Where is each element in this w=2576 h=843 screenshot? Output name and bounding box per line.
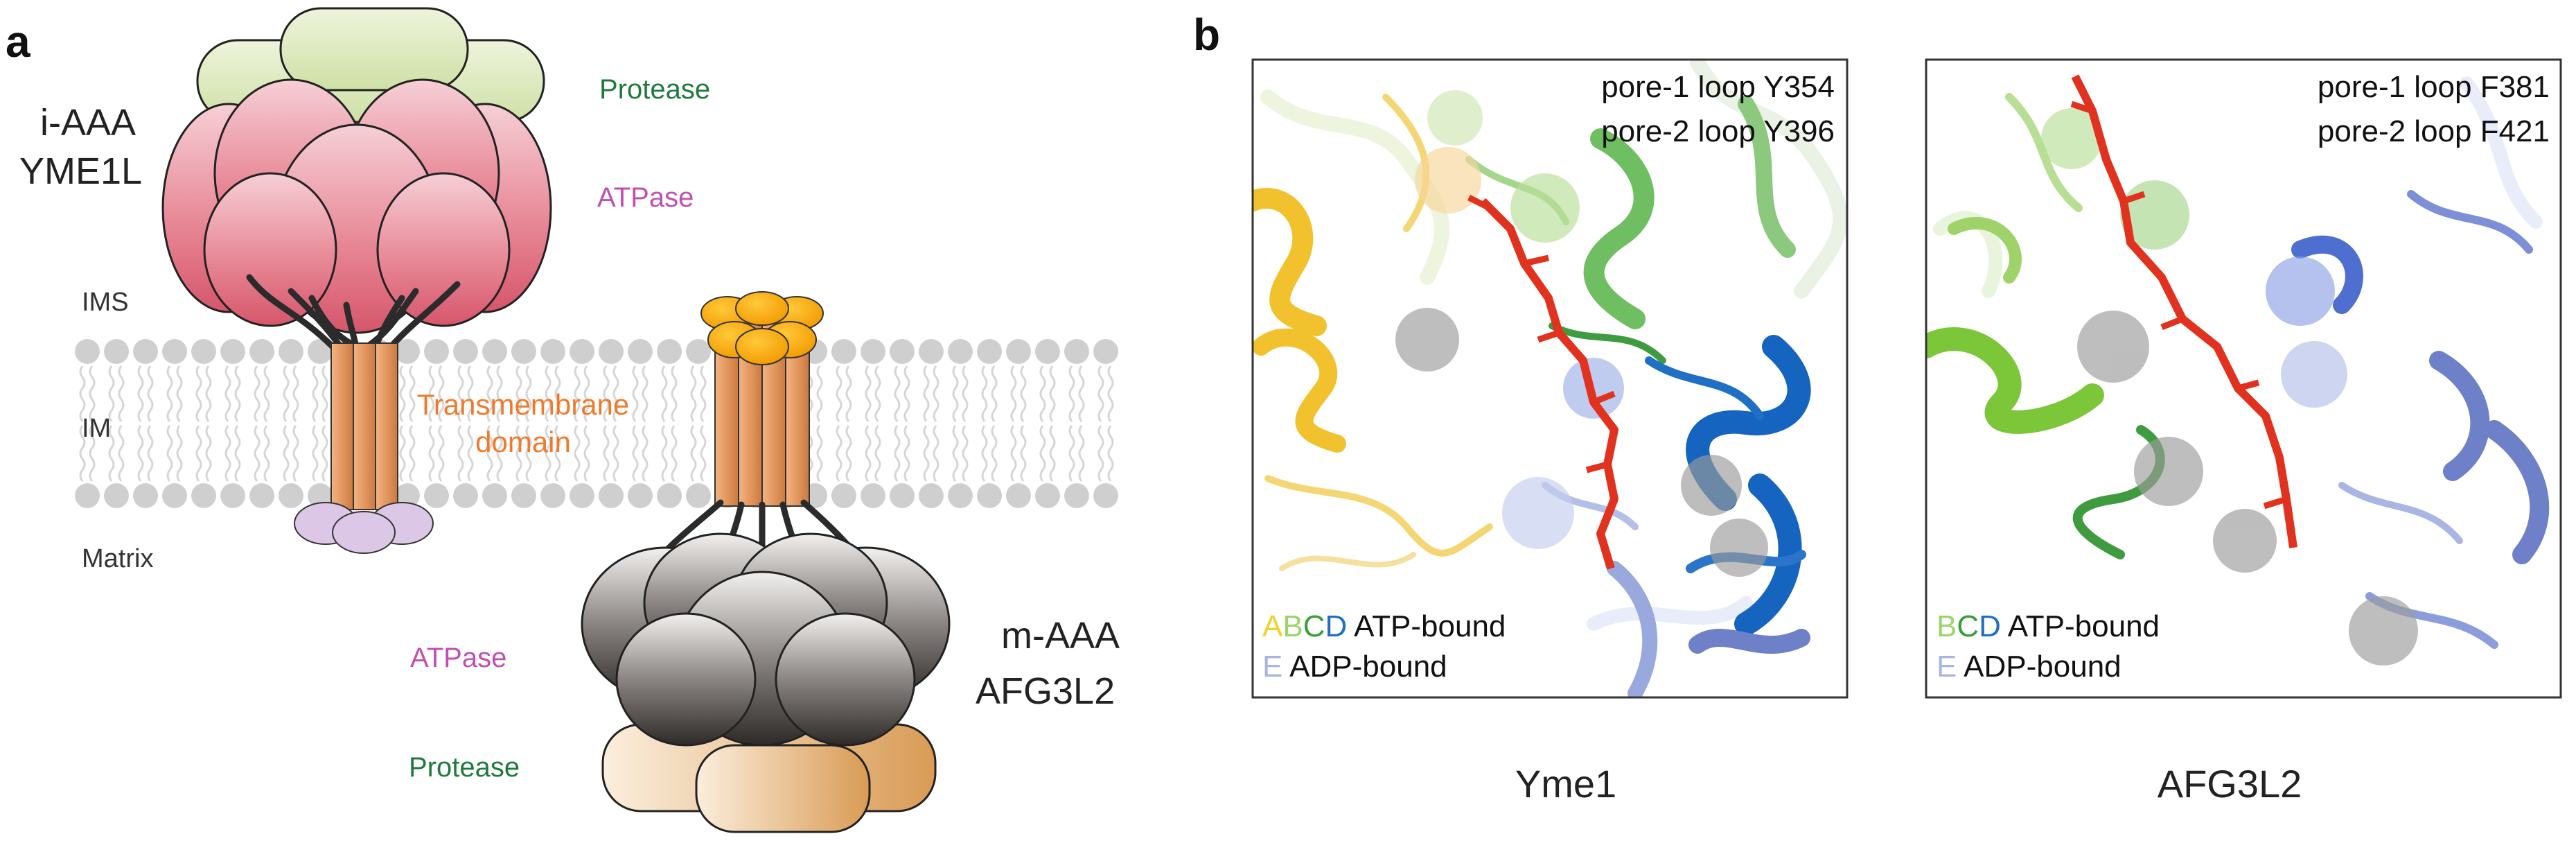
legend-chain-b: B bbox=[1937, 609, 1957, 643]
afg3l2-structure-image bbox=[1926, 60, 2561, 697]
domain-label: domain bbox=[475, 426, 571, 458]
ims-label: IMS bbox=[82, 288, 129, 317]
afg3l2-atp-legend: BCD ATP-bound bbox=[1937, 609, 2160, 643]
legend-chain-c: C bbox=[1957, 609, 1979, 643]
membrane-bilayer bbox=[73, 333, 1119, 520]
i-aaa-atpase-domain bbox=[161, 78, 552, 334]
afg3l2-adp-legend: E ADP-bound bbox=[1937, 650, 2121, 684]
legend-adp-text: ADP-bound bbox=[1282, 650, 1447, 684]
yme1-caption: Yme1 bbox=[1515, 762, 1616, 806]
protease-label-top: Protease bbox=[599, 74, 710, 105]
transmembrane-label: Transmembrane bbox=[417, 388, 630, 421]
afg3l2-pore2-label: pore-2 loop F421 bbox=[2318, 114, 2550, 148]
yme1-adp-legend: E ADP-bound bbox=[1262, 650, 1447, 684]
afg3l2-label: AFG3L2 bbox=[976, 670, 1115, 712]
panel-b-letter: b bbox=[1193, 10, 1220, 60]
i-aaa-matrix-lobes bbox=[294, 502, 434, 554]
panel-a-letter: a bbox=[6, 17, 30, 67]
legend-chain-e: E bbox=[1262, 650, 1282, 684]
legend-chain-d: D bbox=[1325, 609, 1348, 643]
legend-chain-b: B bbox=[1282, 609, 1303, 643]
yme1-pore1-label: pore-1 loop Y354 bbox=[1601, 70, 1835, 104]
protease-label-bottom: Protease bbox=[409, 752, 520, 783]
legend-chain-e: E bbox=[1937, 650, 1957, 684]
m-aaa-label: m-AAA bbox=[1001, 615, 1120, 657]
legend-atp-text: ATP-bound bbox=[2001, 609, 2160, 643]
m-aaa-atpase-domain bbox=[581, 532, 951, 747]
matrix-label: Matrix bbox=[82, 544, 153, 573]
yme1-atp-legend: ABCD ATP-bound bbox=[1262, 609, 1506, 643]
m-aaa-ims-caps bbox=[700, 291, 824, 365]
yme1-pore2-label: pore-2 loop Y396 bbox=[1601, 114, 1835, 148]
legend-adp-text: ADP-bound bbox=[1957, 650, 2121, 684]
atpase-label-top: ATPase bbox=[597, 182, 694, 213]
legend-chain-d: D bbox=[1979, 609, 2001, 643]
yme1-panel-frame bbox=[1251, 58, 1849, 699]
legend-atp-text: ATP-bound bbox=[1347, 609, 1506, 643]
legend-chain-c: C bbox=[1303, 609, 1325, 643]
atpase-label-bottom: ATPase bbox=[410, 643, 506, 673]
i-aaa-transmembrane-helices bbox=[330, 342, 398, 510]
afg3l2-caption: AFG3L2 bbox=[2158, 762, 2302, 806]
i-aaa-label: i-AAA bbox=[40, 102, 136, 144]
afg3l2-panel-frame bbox=[1925, 58, 2562, 699]
legend-chain-a: A bbox=[1262, 609, 1283, 643]
yme1-structure-image bbox=[1253, 60, 1847, 697]
yme1l-label: YME1L bbox=[19, 150, 142, 192]
im-label: IM bbox=[82, 414, 111, 443]
afg3l2-pore1-label: pore-1 loop F381 bbox=[2318, 70, 2550, 104]
